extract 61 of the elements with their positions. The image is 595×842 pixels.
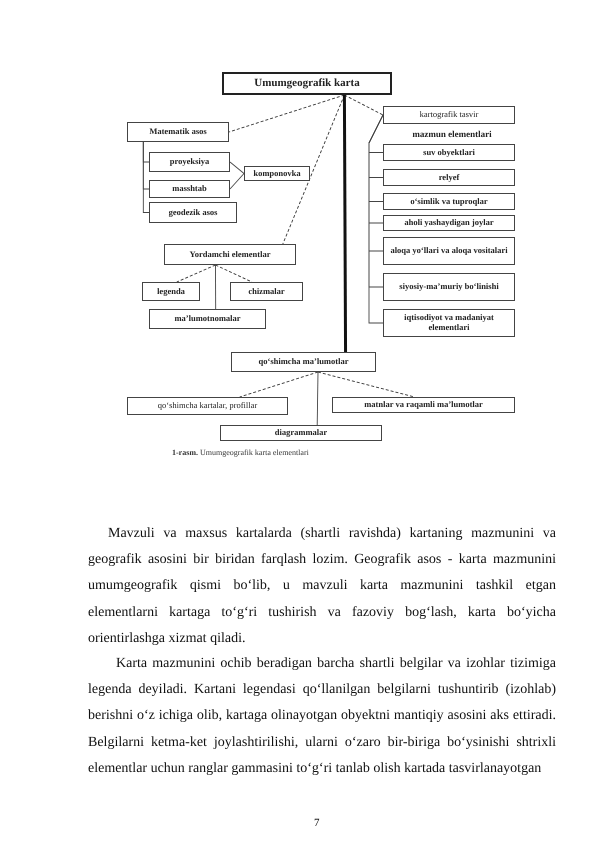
connector-line (215, 264, 252, 282)
box-label: qo‘shimcha kartalar, profillar (158, 401, 258, 411)
title-box (222, 72, 392, 95)
box-label: proyeksiya (170, 157, 210, 167)
box-label: matnlar va raqamli ma’lumotlar (364, 400, 483, 410)
box-label: iqtisodiyot va madaniyat elementlari (403, 313, 495, 333)
connector-line (342, 95, 348, 352)
box-label: qo‘shimcha ma’lumotlar (258, 357, 348, 367)
box-label: siyosiy-ma’muriy bo‘linishi (399, 282, 499, 292)
body-paragraph: Mavzuli va maxsus kartalarda (shartli ravishda) kartaning mazmunini va geografik asosini bir biridan farqlash lozim. Geografik asos - karta mazmunini umumgeografik qismi bo‘lib, u mavzuli karta mazmunini tashkil etgan elementlarni kartaga to‘g‘ri tushirish va fazoviy bog‘lash, karta bo‘yicha orientirlashga xizmat qiladi. (88, 525, 556, 648)
box-label: legenda (157, 286, 185, 296)
box-label: relyef (438, 172, 460, 182)
element-box (142, 282, 200, 301)
element-box (383, 273, 515, 301)
element-box (383, 169, 515, 186)
box-label: Matematik asos (149, 127, 207, 137)
element-box (230, 282, 303, 301)
box-label: suv obyektlari (423, 148, 475, 158)
box-label: o‘simlik va tuproqlar (410, 196, 488, 206)
box-label: chizmalar (248, 286, 285, 296)
page-number: 7 (314, 817, 320, 829)
element-box (149, 309, 266, 329)
box-label: Yordamchi elementlar (190, 250, 270, 260)
box-label: diagrammalar (274, 428, 328, 438)
element-box (383, 309, 515, 337)
element-box (383, 144, 515, 161)
element-box (149, 202, 237, 223)
element-box (220, 425, 382, 441)
connector-line (239, 372, 318, 398)
box-label: masshtab (172, 184, 207, 194)
connector-line (228, 94, 345, 132)
element-box (383, 106, 515, 124)
element-box (383, 215, 515, 231)
element-box (164, 244, 296, 265)
element-box (127, 122, 229, 142)
group-heading: mazmun elementlari (411, 129, 493, 139)
element-box (332, 397, 515, 413)
connector-line (230, 173, 244, 190)
connector-line (318, 372, 415, 398)
element-box (231, 352, 376, 372)
element-box (383, 193, 515, 210)
box-label: Umumgeografik karta (254, 77, 360, 90)
connector-line (316, 372, 318, 426)
figure-caption: 1-rasm. Umumgeografik karta elementlari (172, 448, 309, 457)
body-paragraph: Karta mazmunini ochib beradigan barcha shartli belgilar va izohlar tizimiga legenda deyiladi. Kartani legendasi qo‘llanilgan belgilarni tushuntirib (izohlab) berishni o‘z ichiga olib, kartaga olinayotgan obyektni mantiqiy asosini aks ettiradi. Belgilarni ketma-ket joylashtirilishi, ularni o‘zaro bir-biriga bo‘ysinishi shtrixli elementlar uchun ranglar gammasini to‘g‘ri tanlab olish kartada tasvirlanayotgan (88, 655, 556, 778)
box-label: geodezik asos (168, 208, 218, 218)
connector-line (368, 114, 384, 324)
box-label: ma’lumotnomalar (174, 314, 241, 324)
element-box (127, 397, 288, 415)
connector-line (142, 142, 150, 213)
connector-line (215, 264, 216, 310)
connector-line (344, 94, 384, 116)
element-box (149, 152, 230, 172)
element-box (149, 180, 230, 198)
element-box (244, 166, 310, 181)
box-label: kartografik tasvir (420, 110, 478, 120)
connector-line (230, 162, 244, 174)
box-label: aholi yashaydigan joylar (404, 218, 494, 228)
element-box (383, 237, 515, 265)
box-label: komponovka (253, 168, 301, 178)
box-label: aloqa yo‘llari va aloqa vositalari (390, 246, 508, 256)
